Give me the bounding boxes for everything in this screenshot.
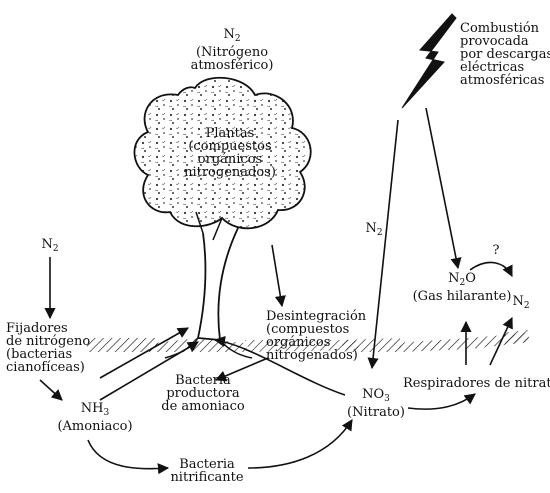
- combustion-line-5: atmosféricas: [460, 73, 545, 88]
- arrow-desintegracion-to-bacteria: [214, 357, 269, 382]
- label-nh3: NH3 (Amoniaco): [57, 402, 132, 433]
- n2-right-subscript: 2: [523, 301, 530, 311]
- no3-subscript: 3: [384, 394, 390, 404]
- arrow-n2-to-nitrate: [367, 119, 399, 370]
- label-bacteria-productora: Bacteria productora de amoniaco: [161, 374, 244, 413]
- arrow-nh3-to-plant-1: [99, 327, 189, 379]
- n2-top-line-2: atmosférico): [190, 58, 274, 73]
- arrow-nitrate-to-plant: [213, 335, 346, 396]
- arrow-nitrate-to-respiradores: [407, 393, 476, 410]
- label-no3: NO3 (Nitrato): [347, 388, 405, 419]
- no3-line-2: (Nitrato): [347, 405, 405, 420]
- plantas-line-1: Plantas: [205, 126, 255, 141]
- label-n2-atmospheric: N2 (Nitrógeno atmosférico): [191, 28, 274, 72]
- label-question-mark: ?: [492, 243, 500, 258]
- arrow-tree-to-desintegracion: [271, 244, 286, 308]
- n2-top-symbol: N: [223, 27, 235, 42]
- nitrificante-line-2: nitrificante: [170, 470, 244, 485]
- lightning-bolt-icon: [401, 13, 457, 109]
- plantas-line-3: orgánicos: [197, 152, 263, 167]
- label-n2-mid: N2: [365, 222, 382, 240]
- combustion-line-1: Combustión: [460, 21, 540, 36]
- n2-mid-symbol: N: [365, 221, 377, 236]
- label-desintegracion: Desintegración (compuestos orgánicos nit…: [266, 310, 366, 362]
- n2-left-subscript: 2: [52, 244, 59, 254]
- arrow-fijadores-to-nh3: [39, 379, 63, 401]
- desintegracion-line-1: Desintegración: [266, 309, 367, 324]
- fijadores-line-4: cianofíceas): [6, 360, 85, 375]
- label-n2o: N2O (Gas hilarante): [413, 272, 512, 303]
- arrow-nh3-to-nitrificante: [87, 439, 170, 475]
- nh3-subscript: 3: [103, 408, 110, 418]
- n2o-tail: O: [465, 271, 476, 286]
- nh3-symbol: NH: [80, 401, 104, 416]
- n2o-subscript: 2: [459, 278, 466, 288]
- label-respiradores: Respiradores de nitrato: [403, 376, 550, 391]
- tree-illustration: [133, 76, 312, 359]
- n2-top-subscript: 2: [234, 34, 241, 44]
- arrow-respiradores-to-n2: [489, 316, 513, 366]
- fijadores-line-3: (bacterias: [6, 347, 73, 362]
- n2o-line-2: (Gas hilarante): [412, 289, 512, 304]
- label-combustion: Combustión provocada por descargas eléct…: [460, 22, 550, 87]
- combustion-line-2: provocada: [460, 34, 529, 49]
- fijadores-line-2: de nitrógeno: [6, 334, 91, 349]
- n2-right-symbol: N: [512, 294, 524, 309]
- plantas-line-2: (compuestos: [188, 139, 272, 154]
- n2-top-line-1: (Nitrógeno: [195, 45, 269, 60]
- arrow-combustion-to-n2o: [425, 107, 462, 270]
- nh3-line-2: (Amoniaco): [57, 419, 133, 434]
- bacteria-productora-line-2: productora: [166, 386, 240, 401]
- desintegracion-line-4: nitrogenados): [266, 348, 358, 363]
- desintegracion-line-3: orgánicos: [266, 335, 331, 350]
- fijadores-line-1: Fijadores: [6, 321, 68, 336]
- combustion-line-3: por descargas: [460, 47, 550, 62]
- bacteria-productora-line-3: de amoniaco: [161, 399, 245, 414]
- n2-mid-subscript: 2: [376, 228, 383, 238]
- no3-symbol: NO: [362, 387, 385, 402]
- combustion-line-4: eléctricas: [460, 60, 525, 75]
- desintegracion-line-2: (compuestos: [266, 322, 350, 337]
- n2-left-symbol: N: [41, 237, 53, 252]
- arrow-nh3-to-plant-2: [99, 341, 199, 401]
- label-n2-right: N2: [512, 295, 529, 313]
- label-plantas: Plantas (compuestos orgánicos nitrogenad…: [184, 127, 276, 179]
- label-n2-left: N2: [41, 238, 58, 256]
- nitrificante-line-1: Bacteria: [179, 457, 235, 472]
- label-bacteria-nitrificante: Bacteria nitrificante: [170, 458, 243, 484]
- arrow-n2o-to-n2: [469, 261, 513, 278]
- plantas-line-4: nitrogenados): [184, 165, 276, 180]
- arrow-nitrificante-to-nitrate: [247, 419, 353, 469]
- bacteria-productora-line-1: Bacteria: [175, 373, 231, 388]
- n2o-symbol: N: [448, 271, 460, 286]
- label-fijadores: Fijadores de nitrógeno (bacterias cianof…: [6, 322, 90, 374]
